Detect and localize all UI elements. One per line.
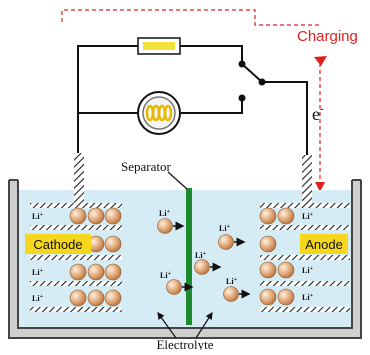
svg-text:Li+: Li+: [219, 224, 231, 233]
particle: [104, 235, 122, 253]
cathode-label: Cathode: [33, 237, 82, 252]
light-bulb-icon: [137, 91, 181, 135]
particle: [69, 263, 87, 281]
migrating-ion: Li+: [194, 251, 222, 275]
electrolyte-label: Electrolyte: [156, 337, 213, 350]
svg-text:Li+: Li+: [195, 251, 207, 260]
charging-path: [61, 9, 327, 192]
migrating-ion: Li+: [157, 209, 185, 234]
particle: [104, 289, 122, 307]
anode-structure: [260, 203, 350, 312]
cathode-ion-labels: Li+ Li+ Li+: [32, 212, 44, 303]
anode-lead: [302, 155, 312, 208]
anode-particles: [259, 207, 295, 306]
charging-label: Charging: [297, 28, 358, 45]
particle: [259, 235, 277, 253]
li-ion-label: Li+: [32, 294, 44, 303]
external-circuit: [77, 45, 308, 155]
resistor-icon: [137, 37, 181, 55]
particle: [259, 288, 277, 306]
separator-pointer: [167, 171, 188, 190]
particle: [69, 207, 87, 225]
cathode-structure: [30, 203, 122, 312]
svg-text:Li+: Li+: [160, 271, 172, 280]
cathode-particles: [69, 207, 122, 307]
particle: [259, 207, 277, 225]
li-ion-label: Li+: [302, 293, 314, 302]
svg-text:Li+: Li+: [226, 277, 238, 286]
particle: [87, 289, 105, 307]
cathode-lead: [74, 153, 84, 208]
li-ion-label: Li+: [32, 212, 44, 221]
svg-text:Li+: Li+: [159, 209, 171, 218]
particle: [277, 288, 295, 306]
anode-label-box: [300, 234, 348, 254]
electron-label: e-: [312, 103, 324, 124]
anode-ion-labels: Li+ Li+ Li+: [302, 212, 314, 302]
separator-label: Separator: [121, 159, 171, 174]
migrating-ion: Li+: [218, 224, 246, 250]
switch-contact-top: [238, 60, 246, 68]
anode-label: Anode: [305, 237, 343, 252]
particle: [87, 263, 105, 281]
particle: [69, 289, 87, 307]
cathode-label-box: [25, 234, 91, 254]
particle: [104, 263, 122, 281]
electrolyte-pointers: [157, 311, 213, 339]
migrating-ion: Li+: [223, 277, 251, 302]
li-ion-label: Li+: [302, 212, 314, 221]
particle: [104, 207, 122, 225]
switch-contact-bottom: [238, 94, 246, 102]
particle: [277, 207, 295, 225]
switch-icon: [258, 78, 266, 86]
particle: [87, 207, 105, 225]
particle: [259, 261, 277, 279]
li-ion-label: Li+: [32, 268, 44, 277]
particle: [277, 261, 295, 279]
li-ion-label: Li+: [302, 266, 314, 275]
migrating-ion: Li+: [160, 271, 194, 295]
migrating-ions: Li+ Li+ Li+ Li+ Li+: [157, 209, 251, 302]
separator-membrane: [186, 188, 192, 325]
